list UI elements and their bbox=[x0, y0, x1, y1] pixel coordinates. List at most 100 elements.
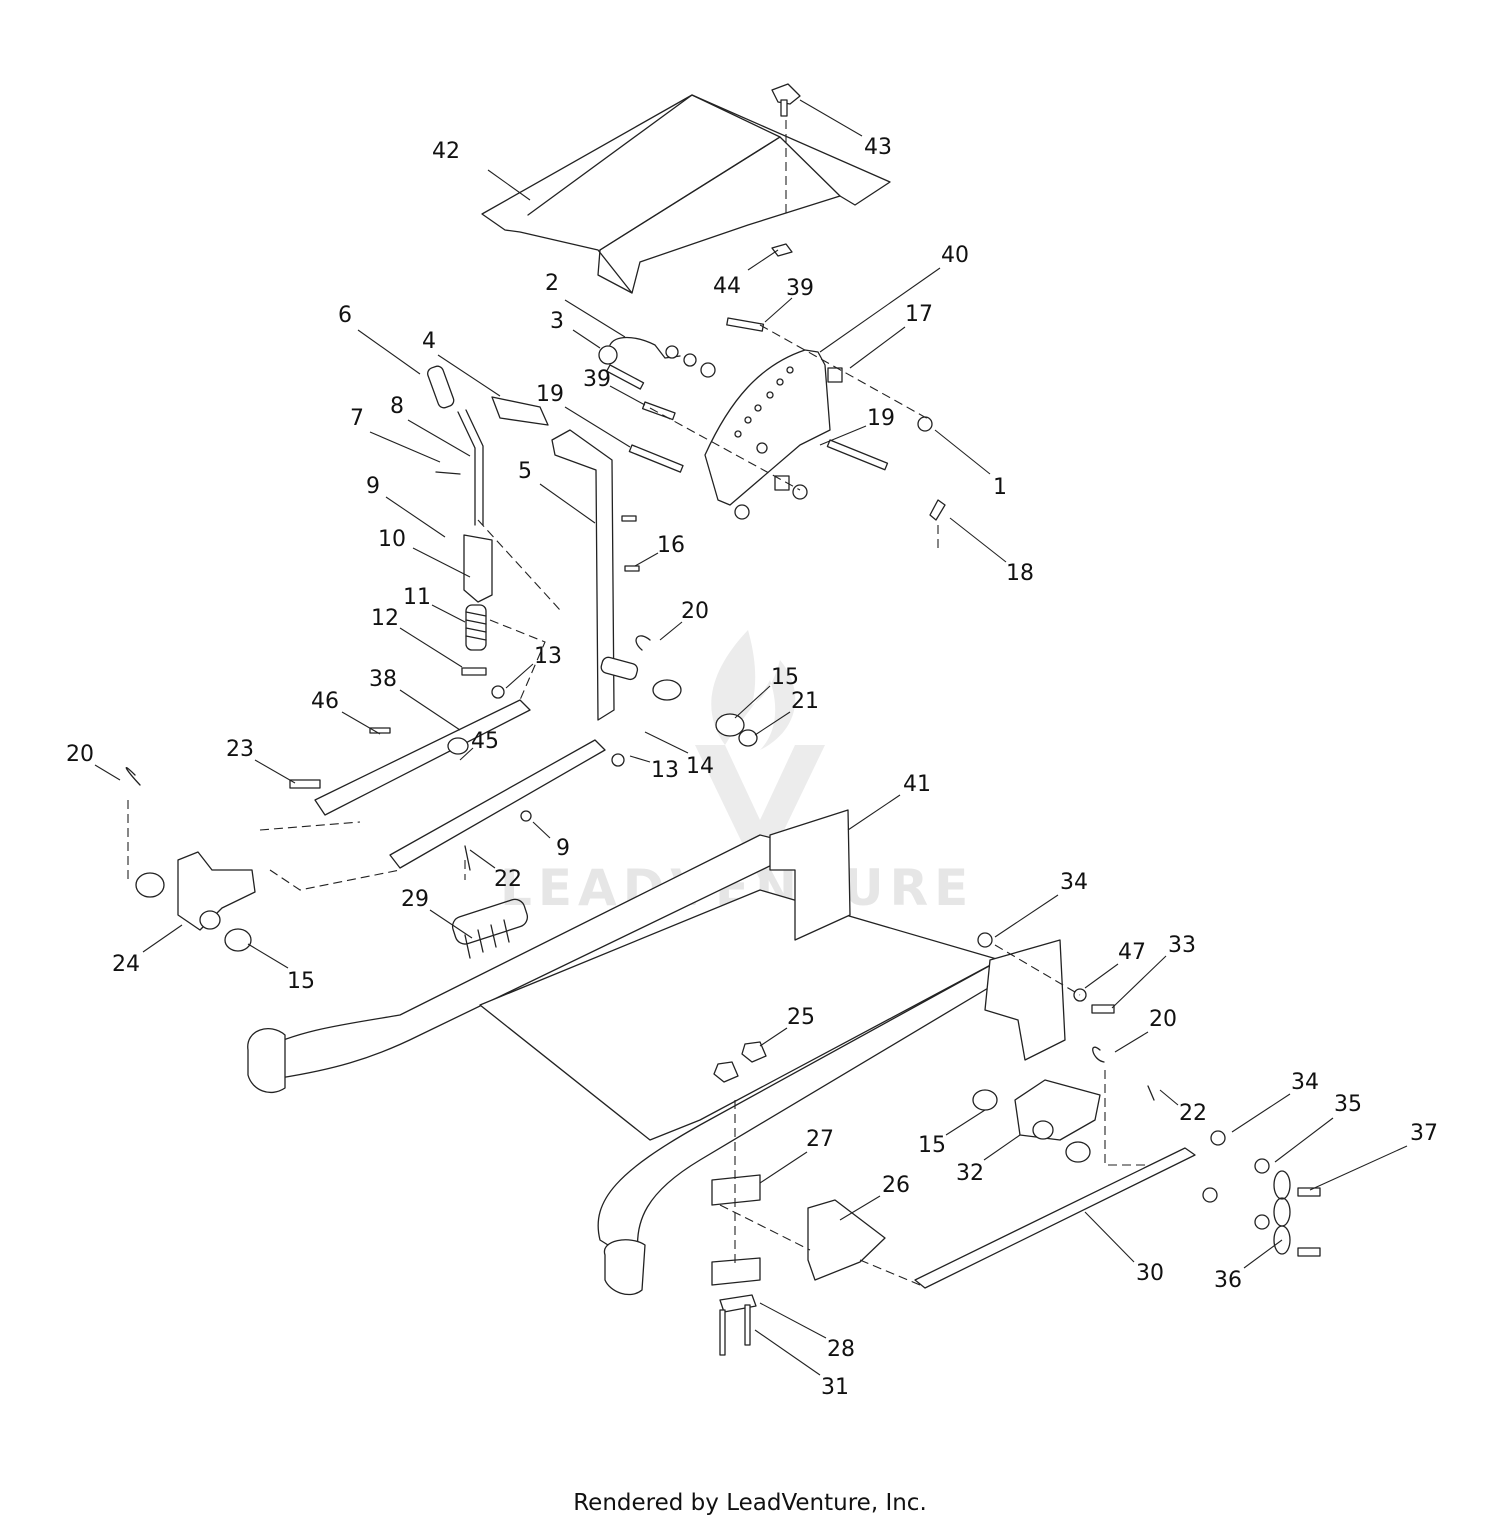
callout-leader-43 bbox=[799, 99, 863, 137]
callout-leader-26 bbox=[839, 1195, 881, 1221]
part-36-chain bbox=[1273, 1170, 1291, 1255]
callout-leader-38 bbox=[399, 689, 461, 731]
callout-label-20: 20 bbox=[681, 599, 709, 624]
callout-leader-5 bbox=[539, 483, 596, 524]
callout-label-22: 22 bbox=[1179, 1101, 1207, 1126]
part-8-lever bbox=[435, 409, 484, 526]
part-10-bracket bbox=[463, 534, 493, 603]
callout-label-18: 18 bbox=[1006, 561, 1034, 586]
callout-label-14: 14 bbox=[686, 754, 714, 779]
callout-leader-27 bbox=[759, 1151, 808, 1184]
callout-label-23: 23 bbox=[226, 737, 254, 762]
callout-leader-34 bbox=[1231, 1093, 1291, 1133]
part-13-washer bbox=[491, 685, 505, 699]
callout-label-8: 8 bbox=[390, 394, 404, 419]
callout-label-24: 24 bbox=[112, 952, 140, 977]
callout-label-20: 20 bbox=[1149, 1007, 1177, 1032]
callout-label-5: 5 bbox=[518, 459, 532, 484]
callout-label-47: 47 bbox=[1118, 940, 1146, 965]
part-32-bracket bbox=[972, 1079, 1101, 1163]
callout-label-13: 13 bbox=[651, 758, 679, 783]
callout-label-15: 15 bbox=[771, 665, 799, 690]
callout-leader-19 bbox=[564, 406, 631, 448]
callout-leader-17 bbox=[849, 326, 906, 369]
callout-leader-1 bbox=[934, 429, 991, 475]
callout-leader-14 bbox=[644, 731, 689, 754]
part-12-pin bbox=[461, 667, 487, 676]
callout-leader-31 bbox=[754, 1329, 821, 1376]
callout-leader-29 bbox=[429, 909, 473, 939]
callout-leader-9 bbox=[532, 821, 551, 839]
callout-label-42: 42 bbox=[432, 139, 460, 164]
callout-label-43: 43 bbox=[864, 135, 892, 160]
callout-label-27: 27 bbox=[806, 1127, 834, 1152]
callout-label-15: 15 bbox=[918, 1133, 946, 1158]
footer-credit: Rendered by LeadVenture, Inc. bbox=[573, 1490, 927, 1516]
part-29-spring bbox=[451, 898, 529, 959]
part-41-mount-plate bbox=[769, 809, 851, 941]
part-27-28-31 bbox=[711, 1174, 761, 1356]
callout-label-30: 30 bbox=[1136, 1261, 1164, 1286]
part-25-nuts bbox=[713, 1041, 767, 1083]
callout-label-36: 36 bbox=[1214, 1268, 1242, 1293]
callout-leader-20 bbox=[1114, 1031, 1149, 1053]
callout-leader-20 bbox=[94, 764, 121, 781]
callout-leader-10 bbox=[412, 547, 471, 578]
callout-label-35: 35 bbox=[1334, 1092, 1362, 1117]
part-30-rod bbox=[914, 1147, 1196, 1289]
callout-leader-22 bbox=[469, 849, 496, 869]
part-6-grip bbox=[427, 365, 455, 409]
part-18-cotter-pin bbox=[929, 499, 946, 521]
callout-leader-39 bbox=[764, 297, 793, 323]
part-44-clip bbox=[771, 243, 793, 257]
callout-leader-36 bbox=[1243, 1239, 1283, 1269]
callout-leader-19 bbox=[819, 425, 867, 446]
callout-leader-18 bbox=[949, 517, 1007, 563]
callout-label-34: 34 bbox=[1291, 1070, 1319, 1095]
callout-label-12: 12 bbox=[371, 606, 399, 631]
callout-leader-4 bbox=[437, 354, 501, 397]
part-43-knob bbox=[771, 83, 801, 117]
callout-leader-42 bbox=[487, 169, 531, 201]
callout-leader-11 bbox=[431, 604, 466, 623]
callout-label-44: 44 bbox=[713, 274, 741, 299]
callout-leader-33 bbox=[1111, 955, 1167, 1009]
part-38-link-lower bbox=[389, 739, 606, 869]
callout-label-4: 4 bbox=[422, 329, 436, 354]
callout-leader-46 bbox=[341, 711, 381, 735]
callout-leader-21 bbox=[754, 711, 791, 736]
part-26-bracket bbox=[807, 1199, 886, 1281]
part-24-pivot-bracket bbox=[135, 851, 256, 952]
callout-leader-23 bbox=[254, 759, 296, 784]
callout-leader-13 bbox=[629, 755, 651, 763]
callout-leader-40 bbox=[819, 267, 941, 353]
callout-label-2: 2 bbox=[545, 271, 559, 296]
callout-leader-2 bbox=[564, 299, 626, 338]
part-11-spring bbox=[465, 604, 487, 651]
callout-leader-32 bbox=[983, 1134, 1021, 1161]
callout-label-45: 45 bbox=[471, 729, 499, 754]
part-40-index-plate bbox=[704, 349, 831, 506]
callout-label-19: 19 bbox=[536, 382, 564, 407]
part-4-pad bbox=[491, 396, 549, 426]
callout-leader-34 bbox=[994, 894, 1059, 938]
callout-label-32: 32 bbox=[956, 1161, 984, 1186]
callout-label-38: 38 bbox=[369, 667, 397, 692]
callout-leader-47 bbox=[1084, 963, 1119, 989]
callout-leader-20 bbox=[659, 621, 683, 641]
callout-label-11: 11 bbox=[403, 585, 431, 610]
callout-leader-3 bbox=[572, 329, 601, 349]
part-39-19-bolts bbox=[628, 317, 889, 473]
callout-leader-16 bbox=[634, 552, 659, 567]
callout-leader-28 bbox=[759, 1302, 827, 1339]
callout-leader-15 bbox=[945, 1109, 986, 1136]
callout-label-26: 26 bbox=[882, 1173, 910, 1198]
callout-label-46: 46 bbox=[311, 689, 339, 714]
callout-leader-12 bbox=[399, 627, 463, 668]
callout-label-9: 9 bbox=[556, 836, 570, 861]
callout-leader-6 bbox=[357, 329, 421, 375]
callout-label-9: 9 bbox=[366, 474, 380, 499]
callout-label-37: 37 bbox=[1410, 1121, 1438, 1146]
callout-label-1: 1 bbox=[993, 475, 1007, 500]
